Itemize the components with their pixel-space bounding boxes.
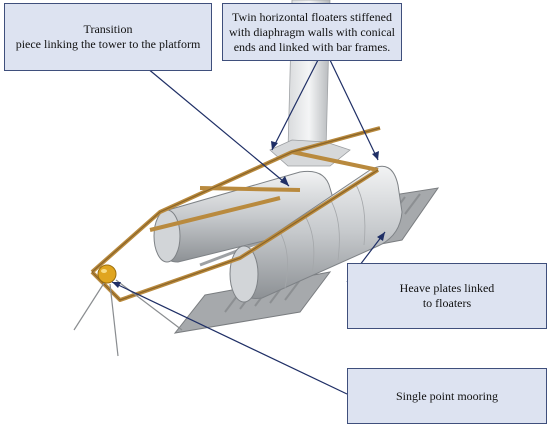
mooring-system	[73, 264, 183, 357]
callout-heave-text: Heave plates linked to floaters	[399, 281, 495, 310]
callout-transition-text: Transition piece linking the tower to th…	[15, 22, 201, 51]
callout-transition-piece: Transition piece linking the tower to th…	[4, 3, 212, 71]
floater-rear	[153, 170, 336, 263]
callout-twin-floaters: Twin horizontal floaters stiffened with …	[222, 3, 402, 61]
callout-mooring-text: Single point mooring	[396, 388, 498, 403]
callout-single-point-mooring: Single point mooring	[347, 368, 547, 424]
callout-floaters-text: Twin horizontal floaters stiffened with …	[229, 9, 395, 54]
callout-heave-plates: Heave plates linked to floaters	[347, 263, 547, 329]
